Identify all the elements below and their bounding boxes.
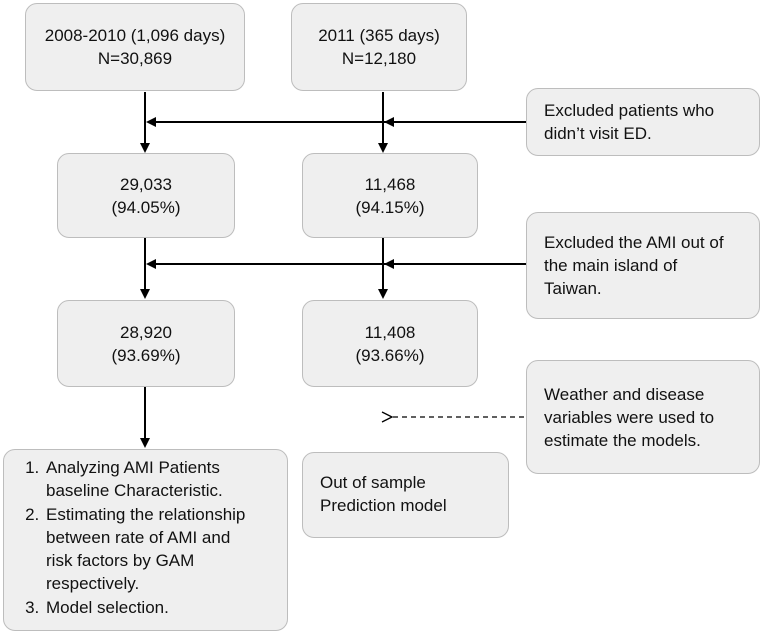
- step-2: Estimating the relationship between rate…: [44, 503, 281, 595]
- step-2-line4: respectively.: [46, 574, 140, 593]
- box-28920-line2: (93.69%): [111, 345, 181, 365]
- exclusion-box-ed: Excluded patients who didn’t visit ED.: [526, 88, 760, 156]
- box-11468-line2: (94.15%): [355, 197, 425, 217]
- weather-line3: estimate the models.: [544, 431, 701, 450]
- step-2-line1: Estimating the relationship: [46, 505, 246, 524]
- box-28920-line1: 28,920: [120, 322, 172, 342]
- exclusion-taiwan-line1: Excluded the AMI out of: [544, 233, 724, 252]
- exclusion-ed-line1: Excluded patients who: [544, 101, 715, 120]
- exclusion-taiwan-line2: the main island of: [544, 256, 678, 275]
- analysis-steps-list: Analyzing AMI Patients baseline Characte…: [4, 450, 287, 619]
- step-1: Analyzing AMI Patients baseline Characte…: [44, 456, 281, 502]
- box-29033-line2: (94.05%): [111, 197, 181, 217]
- step-2-line2: between rate of AMI and: [46, 528, 231, 547]
- exclusion-box-taiwan: Excluded the AMI out of the main island …: [526, 212, 760, 319]
- weather-line2: variables were used to: [544, 408, 715, 427]
- analysis-steps-box: Analyzing AMI Patients baseline Characte…: [3, 449, 288, 631]
- box-29033-line1: 29,033: [120, 174, 172, 194]
- exclusion-ed-line2: didn’t visit ED.: [544, 124, 652, 143]
- step-3: Model selection.: [44, 596, 281, 619]
- box-2011-line2: N=12,180: [341, 49, 417, 68]
- step-2-line3: risk factors by GAM: [46, 551, 195, 570]
- box-11408-line2: (93.66%): [355, 345, 425, 365]
- prediction-model-box: Out of sample Prediction model: [302, 452, 509, 538]
- weather-line1: Weather and disease: [544, 385, 705, 404]
- box-11408: 11,408 (93.66%): [302, 300, 478, 387]
- box-2008-2010-line1: 2008-2010 (1,096 days): [44, 26, 226, 45]
- step-1-line1: Analyzing AMI Patients: [46, 458, 220, 477]
- box-2011: 2011 (365 days) N=12,180: [291, 3, 467, 91]
- box-11468: 11,468 (94.15%): [302, 153, 478, 238]
- box-29033: 29,033 (94.05%): [57, 153, 235, 238]
- step-3-line1: Model selection.: [46, 598, 169, 617]
- box-2011-line1: 2011 (365 days): [318, 26, 440, 45]
- exclusion-taiwan-line3: Taiwan.: [544, 279, 602, 298]
- box-11468-line1: 11,468: [364, 174, 416, 194]
- prediction-line1: Out of sample: [320, 473, 426, 492]
- prediction-line2: Prediction model: [320, 496, 447, 515]
- weather-box: Weather and disease variables were used …: [526, 360, 760, 474]
- box-2008-2010: 2008-2010 (1,096 days) N=30,869: [25, 3, 245, 91]
- box-28920: 28,920 (93.69%): [57, 300, 235, 387]
- box-2008-2010-line2: N=30,869: [97, 49, 173, 68]
- step-1-line2: baseline Characteristic.: [46, 481, 223, 500]
- box-11408-line1: 11,408: [364, 322, 416, 342]
